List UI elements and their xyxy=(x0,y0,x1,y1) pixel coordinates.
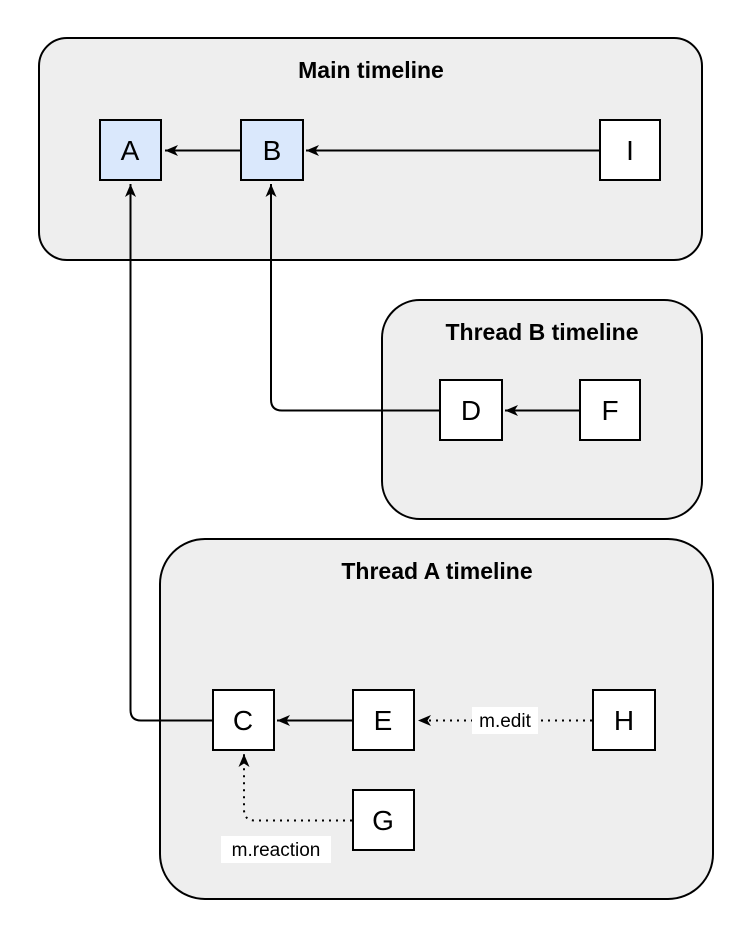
group-thread-a-timeline-title: Thread A timeline xyxy=(341,558,532,584)
group-thread-b-timeline-title: Thread B timeline xyxy=(446,319,639,345)
node-f-box xyxy=(579,379,641,441)
edge-c-to-a xyxy=(125,184,212,722)
edge-g-to-c-dotted xyxy=(238,754,352,822)
node-e-box xyxy=(352,689,415,751)
node-f-label: F xyxy=(601,395,618,426)
edge-label-m-reaction-text: m.reaction xyxy=(232,840,321,861)
node-a: A xyxy=(99,119,162,181)
node-i: I xyxy=(599,119,661,181)
edge-label-m-reaction-background xyxy=(221,836,331,863)
node-g-label: G xyxy=(372,805,394,836)
edge-label-m-edit-text: m.edit xyxy=(479,711,531,732)
node-c-box xyxy=(212,689,275,751)
node-g-box xyxy=(352,789,415,851)
node-b-label: B xyxy=(263,135,282,166)
edges xyxy=(125,145,599,822)
node-i-box xyxy=(599,119,661,181)
group-main-timeline-title: Main timeline xyxy=(298,57,444,83)
node-d: D xyxy=(439,379,503,441)
edge-label-m-edit-background xyxy=(472,707,538,734)
node-h-box xyxy=(592,689,656,751)
group-main-timeline: Main timeline xyxy=(38,37,703,261)
group-main-timeline-box xyxy=(38,37,703,261)
group-thread-a-timeline: Thread A timeline xyxy=(159,538,714,900)
node-h-label: H xyxy=(614,705,634,736)
edge-label-m-edit: m.edit xyxy=(472,707,538,734)
group-thread-a-timeline-box xyxy=(159,538,714,900)
node-a-box xyxy=(99,119,162,181)
node-g: G xyxy=(352,789,415,851)
node-c-label: C xyxy=(233,705,253,736)
node-d-label: D xyxy=(461,395,481,426)
edge-label-m-reaction: m.reaction xyxy=(221,836,331,863)
node-h: H xyxy=(592,689,656,751)
node-c: C xyxy=(212,689,275,751)
node-d-box xyxy=(439,379,503,441)
node-e-label: E xyxy=(374,705,393,736)
node-e: E xyxy=(352,689,415,751)
node-b: B xyxy=(240,119,304,181)
node-a-label: A xyxy=(121,135,140,166)
node-b-box xyxy=(240,119,304,181)
edge-d-to-b xyxy=(265,184,439,412)
node-i-label: I xyxy=(626,135,634,166)
node-f: F xyxy=(579,379,641,441)
